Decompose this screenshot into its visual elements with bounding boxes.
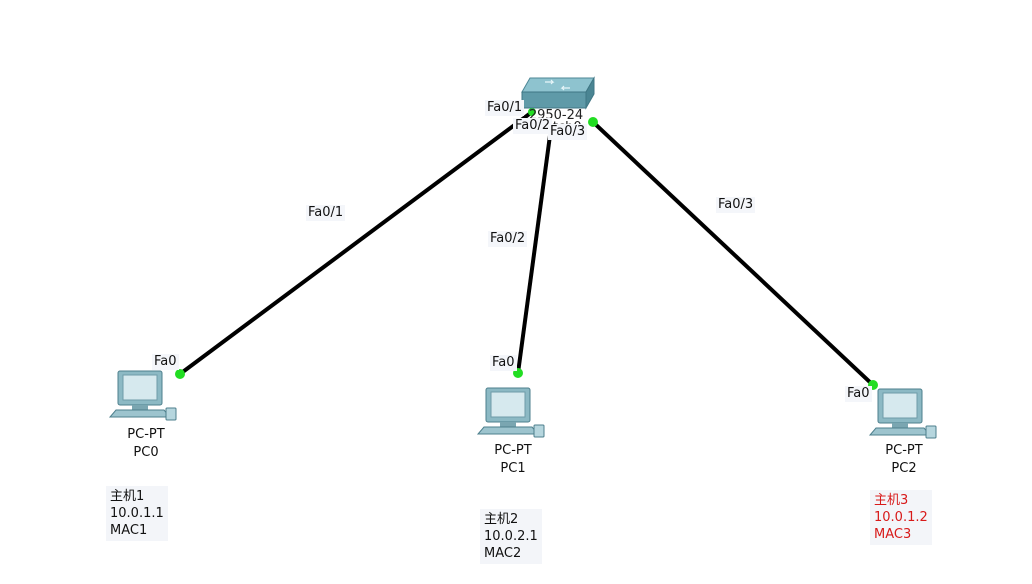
pc2-type: PC-PT	[885, 443, 923, 458]
pc2-note-host: 主机3	[874, 493, 909, 508]
pc2-note-mac: MAC3	[874, 527, 912, 542]
pc1-note-host: 主机2	[484, 512, 519, 527]
pc2-note[interactable]: 主机3 10.0.1.2 MAC3	[870, 490, 932, 545]
pc0-name: PC0	[133, 445, 159, 460]
pc-icon[interactable]	[108, 370, 177, 421]
link-pc0-switch[interactable]	[178, 110, 534, 376]
link-pc2-switch[interactable]	[591, 120, 875, 387]
pc0-type: PC-PT	[127, 427, 165, 442]
link-light-sw3	[588, 117, 598, 127]
pc1-note[interactable]: 主机2 10.0.2.1 MAC2	[480, 509, 542, 564]
pc2-port-label: Fa0	[845, 386, 872, 402]
pc-icon[interactable]	[868, 388, 937, 439]
link-light-pc0	[175, 369, 185, 379]
link-label-3: Fa0/3	[716, 197, 756, 213]
pc0-note[interactable]: 主机1 10.0.1.1 MAC1	[106, 486, 168, 541]
pc1-label: PC-PT PC1	[477, 442, 549, 478]
pc2-label: PC-PT PC2	[868, 442, 940, 478]
pc0-label: PC-PT PC0	[110, 426, 182, 462]
pc0-note-mac: MAC1	[110, 523, 148, 538]
pc-icon[interactable]	[476, 387, 545, 438]
pc1-note-mac: MAC2	[484, 546, 522, 561]
switch-port-label-1: Fa0/1	[485, 100, 525, 116]
pc0-port-label: Fa0	[152, 354, 179, 370]
switch-port-label-2: Fa0/2	[513, 118, 553, 134]
pc0-note-ip: 10.0.1.1	[110, 506, 164, 521]
pc2-name: PC2	[891, 461, 917, 476]
link-label-1: Fa0/1	[306, 205, 346, 221]
link-label-2: Fa0/2	[488, 231, 528, 247]
pc2-note-ip: 10.0.1.2	[874, 510, 928, 525]
pc1-type: PC-PT	[494, 443, 532, 458]
link-light-sw1	[528, 108, 536, 116]
pc1-port-label: Fa0	[490, 355, 517, 371]
link-pc1-switch[interactable]	[516, 127, 553, 374]
pc1-note-ip: 10.0.2.1	[484, 529, 538, 544]
pc1-name: PC1	[500, 461, 526, 476]
switch-port-label-3: Fa0/3	[548, 124, 588, 140]
pc0-note-host: 主机1	[110, 489, 145, 504]
switch-icon[interactable]	[521, 76, 595, 110]
